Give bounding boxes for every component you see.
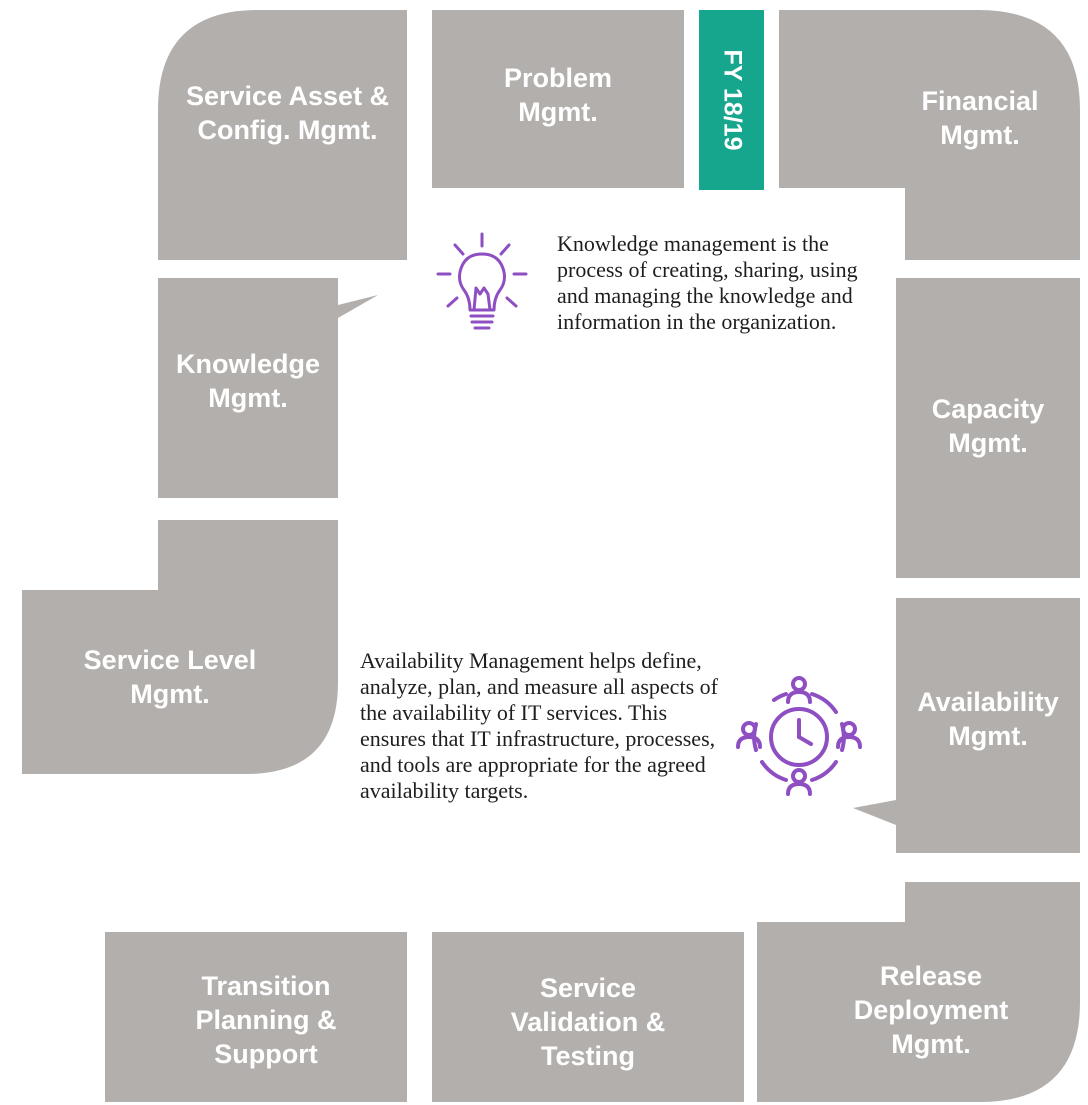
availability-description: Availability Management helps define, an…	[360, 648, 718, 803]
transition-label: Transition Planning & Support	[195, 970, 337, 1069]
availability-callout	[853, 800, 896, 825]
capacity-box	[896, 278, 1080, 578]
lightbulb-icon	[420, 228, 530, 338]
team-clock-icon	[734, 672, 864, 802]
knowledge-label: Knowledge Mgmt.	[175, 348, 320, 413]
service-level-box	[22, 520, 338, 774]
service-asset-label: Service Asset & Config. Mgmt.	[185, 80, 390, 145]
transition-box	[105, 932, 407, 1102]
service-level-label: Service Level Mgmt.	[83, 644, 257, 709]
financial-box	[779, 10, 1080, 260]
release-label: Release Deployment Mgmt.	[853, 960, 1009, 1059]
release-box	[757, 882, 1080, 1102]
knowledge-description: Knowledge management is the process of c…	[557, 231, 858, 334]
knowledge-callout	[338, 295, 378, 318]
problem-box	[432, 10, 684, 188]
validation-label: Service Validation & Testing	[510, 972, 666, 1071]
service-asset-box	[158, 10, 407, 260]
financial-label: Financial Mgmt.	[921, 85, 1039, 150]
capacity-label: Capacity Mgmt.	[931, 393, 1045, 458]
validation-box	[432, 932, 744, 1102]
availability-box	[896, 598, 1080, 853]
problem-label: Problem Mgmt.	[503, 62, 613, 127]
availability-label: Availability Mgmt.	[917, 686, 1059, 751]
fiscal-year-badge: FY 18/19	[699, 10, 764, 190]
knowledge-box	[158, 278, 338, 498]
